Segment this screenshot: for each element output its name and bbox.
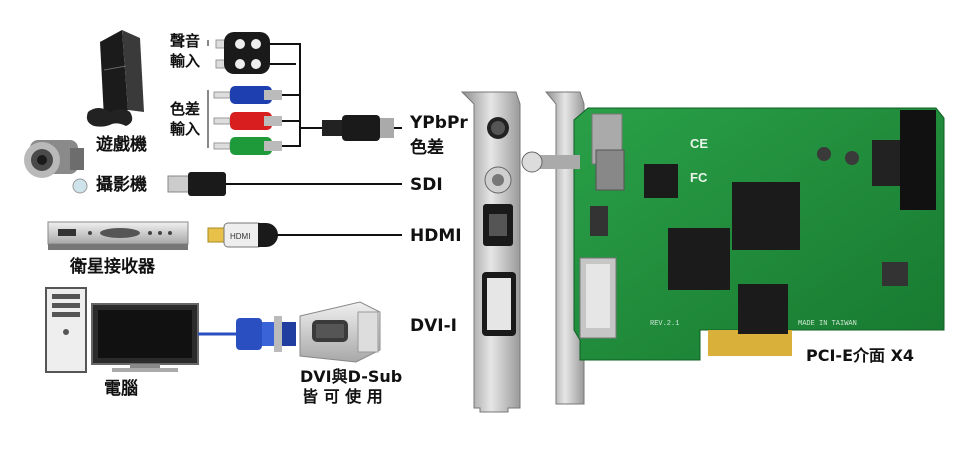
hdmi-plug-text: HDMI bbox=[230, 232, 250, 241]
card-bracket-front bbox=[460, 91, 521, 413]
audio-input-label-line2: 輸入 bbox=[170, 52, 201, 70]
hdmi-label: HDMI bbox=[410, 226, 462, 246]
vga-cable bbox=[198, 316, 296, 352]
rev-text: REV.2.1 bbox=[650, 320, 679, 328]
game-console-icon bbox=[86, 30, 144, 127]
pcie-interface-label: PCI-E介面 X4 bbox=[806, 346, 915, 365]
ypbpr-mini-din-plug bbox=[322, 115, 402, 141]
component-rca-plugs bbox=[213, 86, 282, 155]
dvi-label: DVI-I bbox=[410, 316, 457, 336]
game-console-label: 遊戲機 bbox=[96, 135, 147, 155]
fc-mark: FC bbox=[690, 170, 708, 185]
made-text: MADE IN TAIWAN bbox=[798, 320, 857, 328]
adapter-caption-line2: 皆 可 使 用 bbox=[302, 387, 383, 406]
component-cables bbox=[270, 43, 322, 147]
color-input-label-line2: 輸入 bbox=[170, 120, 201, 138]
ce-mark: CE bbox=[690, 136, 708, 151]
audio-rca-plugs bbox=[215, 32, 270, 74]
capture-card-pcb bbox=[521, 91, 945, 405]
sdi-label: SDI bbox=[410, 175, 443, 195]
computer-icon bbox=[45, 287, 199, 373]
computer-label: 電腦 bbox=[104, 379, 138, 399]
camcorder-label: 攝影機 bbox=[96, 175, 147, 195]
camcorder-icon bbox=[24, 140, 88, 194]
hdmi-cable bbox=[207, 222, 402, 248]
audio-input-label-line1: 聲音 bbox=[170, 32, 201, 50]
ypbpr-label-line2: 色差 bbox=[410, 138, 444, 158]
satellite-receiver-label: 衛星接收器 bbox=[70, 257, 155, 277]
sdi-cable bbox=[167, 172, 402, 196]
ypbpr-label-line1: YPbPr bbox=[410, 113, 468, 133]
adapter-caption-line1: DVI與D-Sub bbox=[300, 367, 403, 386]
color-input-label-line1: 色差 bbox=[170, 100, 201, 118]
satellite-receiver-icon bbox=[47, 221, 189, 250]
dvi-dsub-adapter-icon bbox=[299, 301, 381, 363]
